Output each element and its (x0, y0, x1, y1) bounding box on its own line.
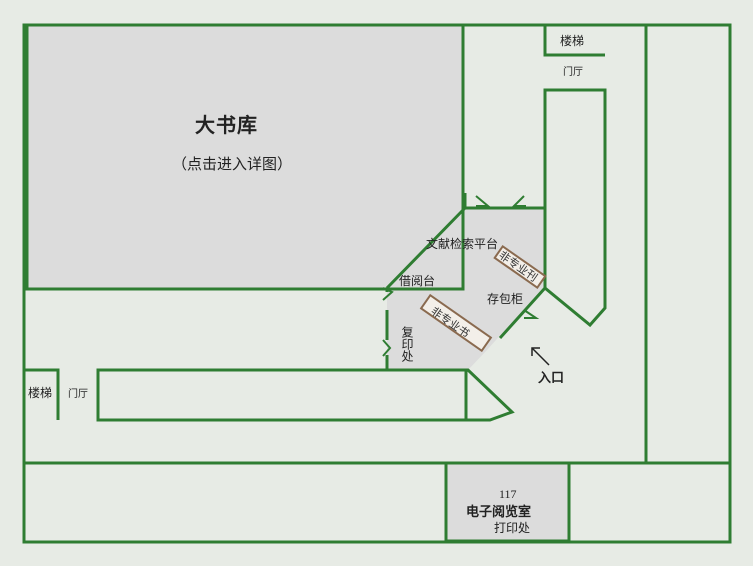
locker-label: 存包柜 (487, 292, 524, 306)
wall-stairs-top (543, 25, 605, 57)
hall-top-label: 门厅 (563, 67, 583, 78)
room-number: 117 (499, 487, 517, 501)
entrance-arrow-icon (531, 347, 550, 366)
big-stack-title: 大书库 (195, 113, 258, 137)
shelf-nonmajor-books[interactable] (419, 293, 493, 353)
copy-service-label: 复印处 (400, 326, 414, 362)
wall-stairs-left (24, 368, 60, 420)
wall-central-diag (385, 206, 467, 290)
wall-right-block (543, 88, 607, 328)
big-stack-room[interactable] (25, 23, 465, 291)
borrow-desk-label: 借阅台 (399, 274, 436, 288)
e-reading-room-label[interactable]: 电子阅览室 (466, 505, 532, 520)
print-service-label: 打印处 (494, 521, 531, 535)
stairs-top-label: 楼梯 (560, 34, 585, 48)
stairs-left-label: 楼梯 (28, 386, 53, 400)
hall-left-label: 门厅 (68, 389, 88, 400)
big-stack-subtitle[interactable]: （点击进入详图） (172, 155, 293, 173)
wall-left-block (96, 368, 515, 422)
shelf-nonmajor-periodicals[interactable] (493, 244, 547, 290)
search-platform-label[interactable]: 文献检索平台 (426, 237, 499, 251)
entrance-label: 入口 (538, 371, 565, 386)
